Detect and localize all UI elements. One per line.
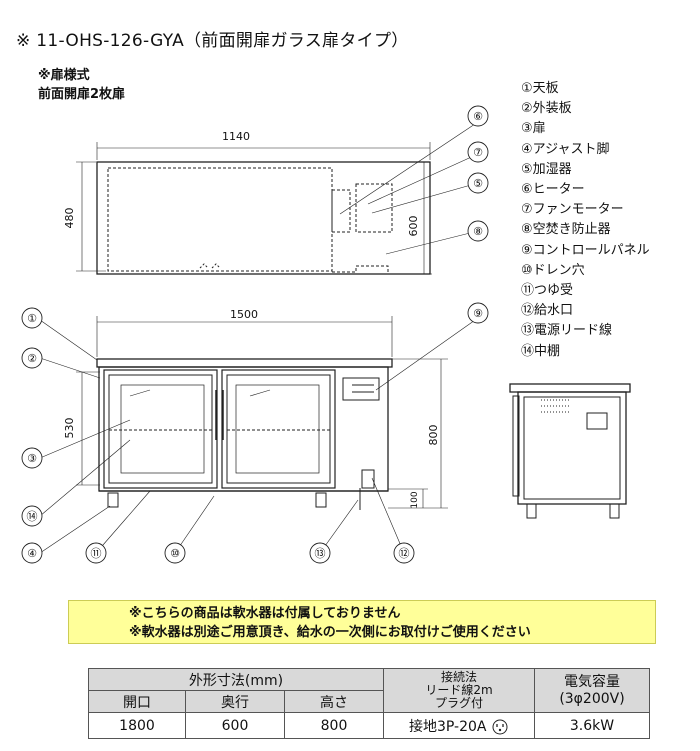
callout-label: ⑫ <box>399 547 410 560</box>
value-height: 800 <box>284 712 384 739</box>
callout-label: ⑪ <box>91 547 102 560</box>
legend-item: ⑭中棚 <box>521 343 561 359</box>
value-power: 3.6kW <box>534 712 650 739</box>
legend-item: ③扉 <box>521 121 546 137</box>
outer-dims-header: 外形寸法(mm) <box>88 668 384 691</box>
callout-label: ③ <box>27 452 37 465</box>
legend-item: ④アジャスト脚 <box>521 141 610 157</box>
dim-top-depth-inner: 480 <box>63 208 76 229</box>
legend-item: ⑥ヒーター <box>521 182 585 198</box>
legend-item: ②外装板 <box>521 101 572 117</box>
plug-icon <box>492 719 508 734</box>
notice-line-2: ※軟水器は別途ご用意頂き、給水の一次側にお取付けご使用ください <box>129 625 531 640</box>
legend-item: ⑤加湿器 <box>521 161 572 177</box>
callout-label: ① <box>27 312 37 325</box>
callout-label: ⑦ <box>473 146 483 159</box>
callout-label: ⑤ <box>473 177 483 190</box>
col-depth: 奥行 <box>185 690 285 713</box>
callout-label: ⑩ <box>170 547 180 560</box>
callout-label: ⑥ <box>473 110 483 123</box>
legend-item: ⑫給水口 <box>521 303 574 319</box>
page-title: ※ 11-OHS-126-GYA（前面開扉ガラス扉タイプ） <box>16 31 409 51</box>
callout-label: ④ <box>27 547 37 560</box>
value-depth: 600 <box>185 712 285 739</box>
front-view <box>39 316 479 554</box>
power-header: 電気容量 (3φ200V) <box>534 668 650 713</box>
door-spec-heading: ※扉様式 <box>38 68 90 83</box>
callout-label: ⑨ <box>473 307 483 320</box>
legend-item: ⑦ファンモーター <box>521 202 624 218</box>
legend-item: ⑬電源リード線 <box>521 323 613 339</box>
dim-leg-height: 100 <box>410 491 420 508</box>
notice-line-1: ※こちらの商品は軟水器は付属しておりません <box>129 606 401 621</box>
door-spec-value: 前面開扉2枚扉 <box>38 87 126 102</box>
door-spec: ※扉様式 前面開扉2枚扉 <box>38 66 125 104</box>
value-width: 1800 <box>88 712 186 739</box>
dim-top-width: 1140 <box>222 130 250 143</box>
dim-door-height: 530 <box>63 418 76 439</box>
legend-item: ⑩ドレン穴 <box>521 262 585 278</box>
dim-total-height: 800 <box>427 425 440 446</box>
side-view <box>509 383 631 519</box>
col-height: 高さ <box>284 690 384 713</box>
callout-label: ⑬ <box>315 547 326 560</box>
legend-item: ⑨コントロールパネル <box>521 242 650 258</box>
softener-notice: ※こちらの商品は軟水器は付属しておりません ※軟水器は別途ご用意頂き、給水の一次… <box>68 600 656 644</box>
dim-top-depth: 600 <box>407 216 420 237</box>
connection-header: 接続法 リード線2m プラグ付 <box>383 668 535 713</box>
legend-item: ⑧空焚き防止器 <box>521 222 611 238</box>
spec-table: 外形寸法(mm) 接続法 リード線2m プラグ付 電気容量 (3φ200V) 開… <box>88 668 650 739</box>
value-connection: 接地3P-20A <box>383 712 535 739</box>
top-view <box>76 121 479 275</box>
col-width: 開口 <box>88 690 186 713</box>
legend-item: ⑪つゆ受 <box>521 283 574 299</box>
dim-front-width: 1500 <box>230 308 258 321</box>
technical-drawing: 1140 480 600 1500 530 800 100 ⑥ ⑦ ⑤ ⑧ ① … <box>21 105 631 564</box>
legend-item: ①天板 <box>521 81 559 96</box>
callout-label: ⑧ <box>473 225 483 238</box>
callout-label: ② <box>27 352 37 365</box>
parts-legend: ①天板 ②外装板 ③扉 ④アジャスト脚 ⑤加湿器 ⑥ヒーター ⑦ファンモーター … <box>521 79 650 362</box>
callout-label: ⑭ <box>27 510 38 523</box>
